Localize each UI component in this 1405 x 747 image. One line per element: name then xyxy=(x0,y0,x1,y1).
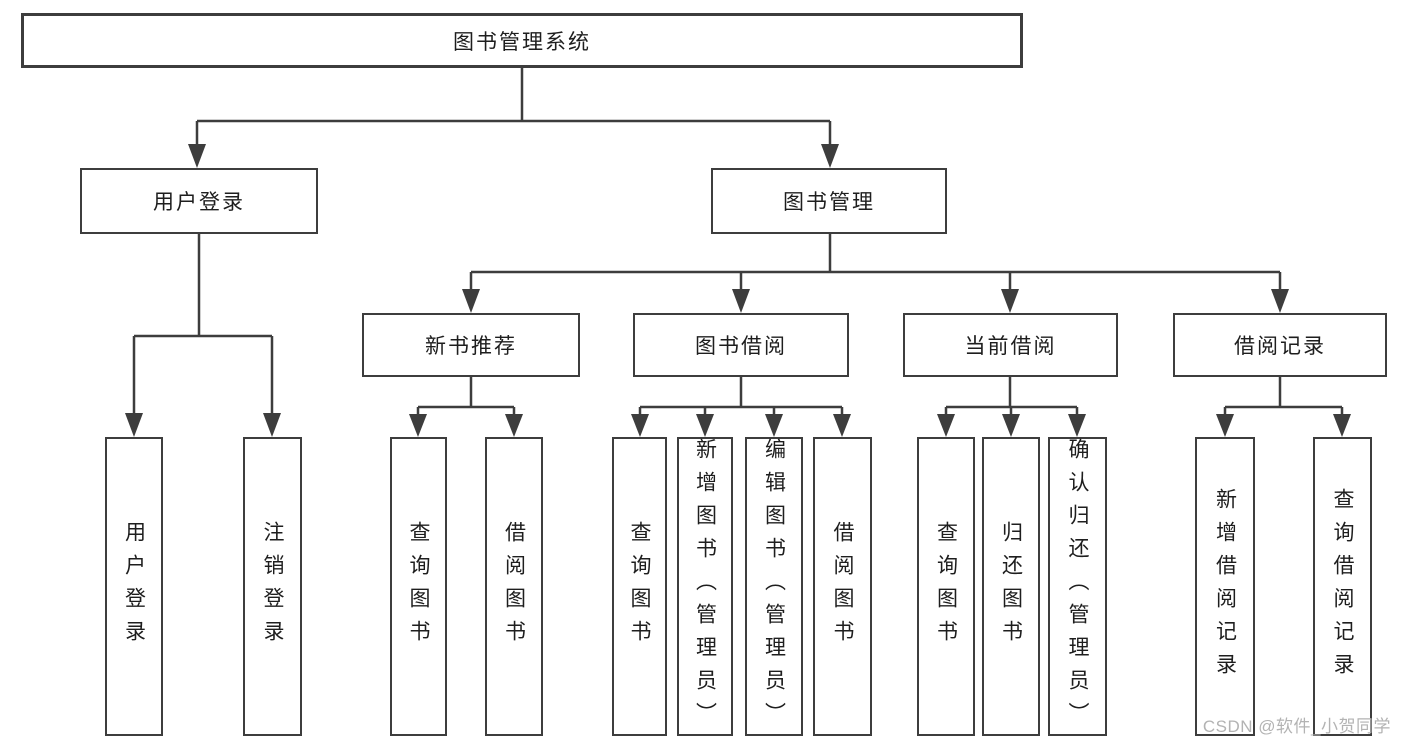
arrow-down-icon xyxy=(696,414,714,437)
leaf-borrow-borrow-book: 借阅图书 xyxy=(813,437,872,736)
node-book-management: 图书管理 xyxy=(711,168,947,234)
leaf-user-login-label: 用户登录 xyxy=(122,520,146,653)
watermark-text: CSDN @软件_小贺同学 xyxy=(1202,717,1391,736)
leaf-logout-label: 注销登录 xyxy=(261,520,284,653)
leaf-current-confirm-return-label: 确认归还（管理员） xyxy=(1066,438,1089,735)
node-user-login-label: 用户登录 xyxy=(153,191,245,214)
arrow-down-icon xyxy=(1001,289,1019,313)
leaf-records-query-record: 查询借阅记录 xyxy=(1313,437,1372,736)
node-borrow-records: 借阅记录 xyxy=(1173,313,1387,377)
leaf-rec-borrow-book-label: 借阅图书 xyxy=(502,520,526,653)
arrow-down-icon xyxy=(1271,289,1289,313)
leaf-borrow-query-book: 查询图书 xyxy=(612,437,667,736)
leaf-current-confirm-return: 确认归还（管理员） xyxy=(1048,437,1107,736)
leaf-current-query-book-label: 查询图书 xyxy=(934,520,958,653)
leaf-rec-borrow-book: 借阅图书 xyxy=(485,437,543,736)
arrow-down-icon xyxy=(263,413,281,437)
arrow-down-icon xyxy=(1068,414,1086,437)
connector-user-login-to-leaves xyxy=(132,234,274,420)
arrow-down-icon xyxy=(409,414,427,437)
leaf-borrow-borrow-book-label: 借阅图书 xyxy=(831,520,854,653)
arrow-down-icon xyxy=(1333,414,1351,437)
node-book-management-label: 图书管理 xyxy=(783,191,875,214)
arrow-down-icon xyxy=(505,414,523,437)
node-borrow-records-label: 借阅记录 xyxy=(1234,335,1326,358)
leaf-logout: 注销登录 xyxy=(243,437,302,736)
leaf-borrow-edit-book-label: 编辑图书（管理员） xyxy=(762,438,786,735)
arrow-down-icon xyxy=(833,414,851,437)
arrow-down-icon xyxy=(631,414,649,437)
arrow-down-icon xyxy=(1002,414,1020,437)
leaf-borrow-add-book-label: 新增图书（管理员） xyxy=(693,438,717,735)
connector-book-borrow-to-leaves xyxy=(638,377,844,420)
node-user-login: 用户登录 xyxy=(80,168,318,234)
arrow-down-icon xyxy=(462,289,480,313)
connector-strokes xyxy=(132,68,1344,420)
connector-current-borrow-to-leaves xyxy=(944,377,1079,420)
node-new-book-recommend: 新书推荐 xyxy=(362,313,580,377)
leaf-user-login: 用户登录 xyxy=(105,437,163,736)
arrow-down-icon xyxy=(732,289,750,313)
node-root-label: 图书管理系统 xyxy=(453,30,591,54)
leaf-records-query-record-label: 查询借阅记录 xyxy=(1331,487,1354,686)
leaf-borrow-edit-book: 编辑图书（管理员） xyxy=(745,437,803,736)
node-book-borrow-label: 图书借阅 xyxy=(695,335,787,358)
node-root: 图书管理系统 xyxy=(21,13,1023,68)
node-new-book-recommend-label: 新书推荐 xyxy=(425,335,517,358)
connector-root-to-level2 xyxy=(195,68,832,150)
leaf-borrow-query-book-label: 查询图书 xyxy=(628,520,651,653)
arrow-down-icon xyxy=(125,413,143,437)
connector-new-book-recommend-to-leaves xyxy=(416,377,516,420)
arrow-down-icon xyxy=(1216,414,1234,437)
node-book-borrow: 图书借阅 xyxy=(633,313,849,377)
arrow-down-icon xyxy=(188,144,206,168)
leaf-current-return-book: 归还图书 xyxy=(982,437,1040,736)
arrow-down-icon xyxy=(821,144,839,168)
leaf-current-query-book: 查询图书 xyxy=(917,437,975,736)
leaf-borrow-add-book: 新增图书（管理员） xyxy=(677,437,733,736)
connector-borrow-records-to-leaves xyxy=(1223,377,1344,420)
leaf-records-add-record-label: 新增借阅记录 xyxy=(1213,487,1237,686)
arrow-down-icon xyxy=(765,414,783,437)
arrow-down-icon xyxy=(937,414,955,437)
connector-book-management-to-level3 xyxy=(469,234,1282,296)
leaf-records-add-record: 新增借阅记录 xyxy=(1195,437,1255,736)
leaf-rec-query-book-label: 查询图书 xyxy=(407,520,430,653)
arrowheads xyxy=(125,144,1351,437)
leaf-current-return-book-label: 归还图书 xyxy=(999,520,1023,653)
node-current-borrow-label: 当前借阅 xyxy=(964,335,1057,358)
node-current-borrow: 当前借阅 xyxy=(903,313,1118,377)
leaf-rec-query-book: 查询图书 xyxy=(390,437,447,736)
